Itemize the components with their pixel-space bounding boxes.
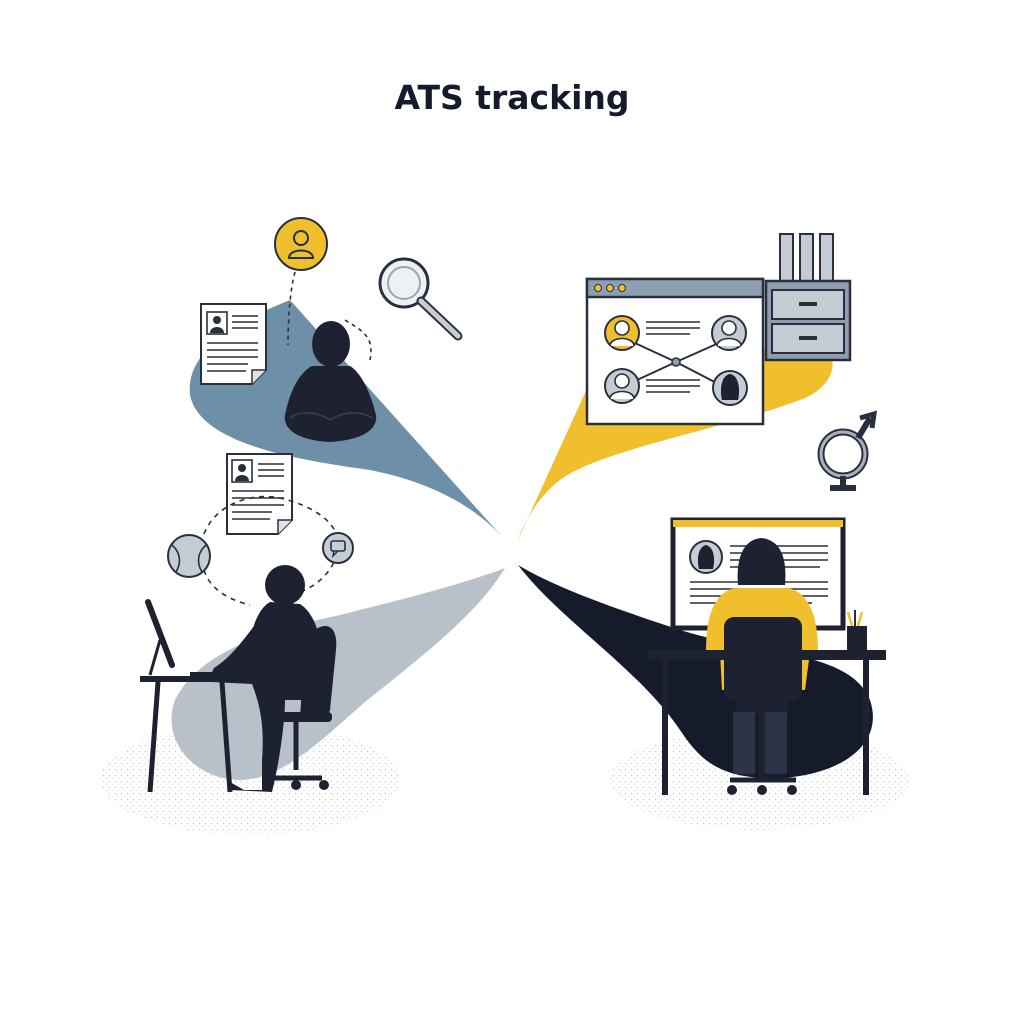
network-avatar [604,315,640,351]
left-workstation [140,565,337,793]
gray-beam [171,568,506,780]
network-avatar [604,368,640,404]
office-chair-icon [262,626,337,790]
person-silhouette-icon [284,319,377,442]
desk-icon [140,676,245,793]
filing-cabinet-icon [764,233,852,362]
office-chair-icon-2 [724,617,802,795]
resume-document-icon [200,303,267,385]
network-avatar [711,315,747,351]
computer-monitor-icon [145,599,175,676]
dashed-connector [287,271,296,346]
candidate-profile-icon [274,217,328,271]
right-workstation [648,517,886,795]
dashed-orbit [203,495,339,606]
browser-window-icon [585,277,765,426]
network-avatar [712,370,748,406]
chat-bubble-icon [322,532,354,564]
pencil-cup-icon [846,610,867,650]
gender-symbol-icon [817,410,878,491]
resume-document-icon-2 [226,453,293,535]
pie-chart-icon [167,534,211,578]
magnifying-glass-icon [378,257,463,341]
page-title: ATS tracking [394,78,630,117]
